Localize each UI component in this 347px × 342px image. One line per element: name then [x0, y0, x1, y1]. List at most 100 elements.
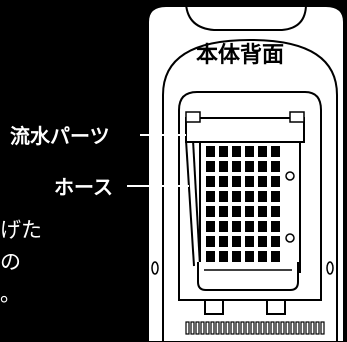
filter-cell	[271, 236, 280, 247]
filter-cell	[206, 236, 215, 247]
hose-label: ホース	[54, 175, 113, 199]
filter-cell	[271, 191, 280, 202]
filter-cell	[206, 161, 215, 172]
vent-slot	[270, 321, 275, 335]
hose-tube	[185, 139, 195, 267]
filter-cell	[245, 206, 254, 217]
vent-slot	[310, 321, 315, 335]
filter-cell	[232, 221, 241, 232]
filter-cell	[219, 206, 228, 217]
vent-slot	[320, 321, 325, 335]
bottom-tray	[197, 262, 299, 291]
vent-slot	[220, 321, 225, 335]
filter-cell	[271, 146, 280, 157]
filter-cell	[232, 191, 241, 202]
filter-cell	[271, 221, 280, 232]
vent-slot	[230, 321, 235, 335]
filter-cell	[219, 251, 228, 262]
filter-cell	[271, 206, 280, 217]
filter-cell	[245, 236, 254, 247]
right-side-slot	[326, 261, 334, 275]
filter-cell	[245, 146, 254, 157]
filter-cell	[245, 161, 254, 172]
water-part-tray	[185, 117, 305, 143]
vent-slot	[300, 321, 305, 335]
bottom-vent	[185, 321, 325, 335]
filter-cell	[245, 251, 254, 262]
vent-slot	[225, 321, 230, 335]
filter-cell	[258, 236, 267, 247]
filter-grid	[206, 146, 280, 262]
inner-panel	[162, 38, 338, 342]
diagram-title: 本体背面	[196, 43, 285, 68]
filter-cell	[206, 251, 215, 262]
filter-cell	[232, 161, 241, 172]
filter-cell	[258, 206, 267, 217]
filter-cell	[232, 251, 241, 262]
filter-cell	[271, 161, 280, 172]
vent-slot	[200, 321, 205, 335]
filter-cell	[219, 161, 228, 172]
filter-cell	[219, 221, 228, 232]
side-text-line-2: の	[0, 250, 21, 274]
filter-cell	[232, 146, 241, 157]
vent-slot	[240, 321, 245, 335]
filter-cell	[258, 161, 267, 172]
vent-slot	[305, 321, 310, 335]
filter-cell	[245, 176, 254, 187]
left-side-slot	[151, 261, 159, 275]
hose-tube-inner	[192, 139, 201, 267]
filter-cell	[206, 176, 215, 187]
vent-slot	[205, 321, 210, 335]
filter-hole-top	[285, 171, 295, 181]
top-handle	[185, 3, 307, 31]
filter-cell	[219, 146, 228, 157]
vent-slot	[295, 321, 300, 335]
filter-cell	[206, 146, 215, 157]
vent-slot	[185, 321, 190, 335]
filter-cell	[258, 251, 267, 262]
filter-cell	[271, 176, 280, 187]
vent-slot	[235, 321, 240, 335]
peg-right	[266, 299, 286, 315]
filter-cell	[219, 191, 228, 202]
water-part-right-clip	[289, 111, 305, 123]
vent-slot	[190, 321, 195, 335]
filter-cell	[232, 206, 241, 217]
filter-cell	[206, 191, 215, 202]
filter-hole-bottom	[285, 233, 295, 243]
vent-slot	[275, 321, 280, 335]
filter-cell	[219, 236, 228, 247]
filter-cell	[219, 176, 228, 187]
filter-cell	[245, 221, 254, 232]
side-text-line-3: 。	[0, 282, 21, 306]
vent-slot	[280, 321, 285, 335]
side-text-line-1: げた	[0, 218, 42, 242]
filter-cell	[245, 191, 254, 202]
filter-cell	[258, 176, 267, 187]
vent-slot	[250, 321, 255, 335]
filter-cell	[232, 176, 241, 187]
filter-cell	[271, 251, 280, 262]
vent-slot	[245, 321, 250, 335]
water-part-label: 流水パーツ	[10, 124, 110, 148]
filter-cell	[258, 221, 267, 232]
vent-slot	[265, 321, 270, 335]
filter-cell	[258, 191, 267, 202]
peg-left	[204, 299, 224, 315]
vent-slot	[260, 321, 265, 335]
vent-slot	[210, 321, 215, 335]
filter-cell	[206, 221, 215, 232]
filter-cell	[206, 206, 215, 217]
vent-slot	[315, 321, 320, 335]
vent-slot	[255, 321, 260, 335]
water-part-left-clip	[185, 111, 201, 123]
vent-slot	[195, 321, 200, 335]
vent-slot	[285, 321, 290, 335]
vent-slot	[290, 321, 295, 335]
filter-cell	[258, 146, 267, 157]
filter-cell	[232, 236, 241, 247]
vent-slot	[215, 321, 220, 335]
